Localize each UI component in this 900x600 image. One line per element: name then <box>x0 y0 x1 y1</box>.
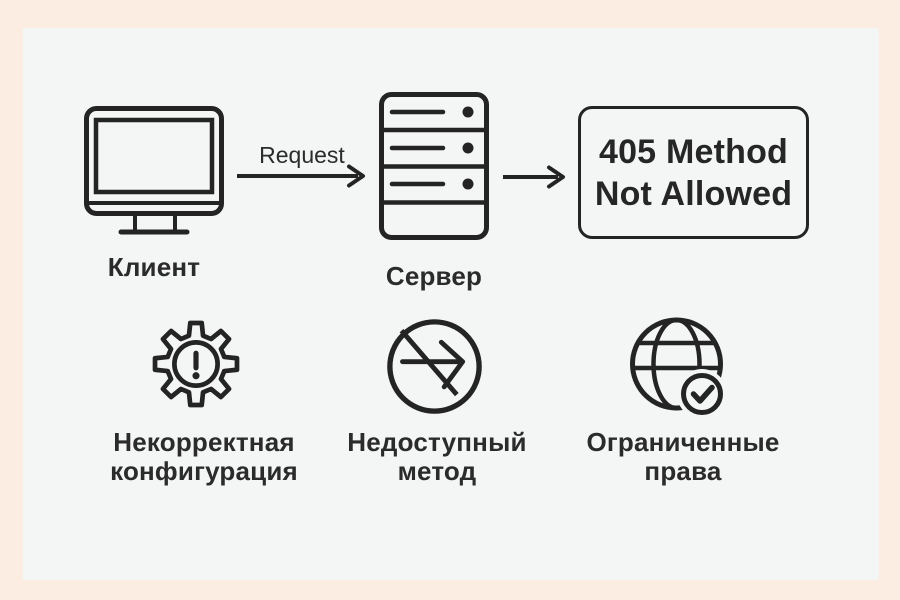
blocked-method-arrow-icon <box>387 319 482 414</box>
error-box-line1: 405 Method <box>598 132 789 171</box>
cause-method-line1: Недоступный <box>347 427 527 457</box>
globe-check-icon <box>630 317 727 419</box>
error-box-line2: Not Allowed <box>594 174 793 213</box>
error-box: 405 Method Not Allowed <box>578 106 809 239</box>
response-arrow-icon <box>503 165 565 189</box>
cause-rights-label: Ограниченные права <box>558 428 808 486</box>
monitor-icon <box>84 106 224 235</box>
server-label: Сервер <box>385 261 483 291</box>
cause-method-line2: метод <box>397 456 477 486</box>
cause-rights-line1: Ограниченные <box>586 427 780 457</box>
cause-config-line1: Некорректная <box>113 427 295 457</box>
server-rack-icon <box>379 92 489 240</box>
request-arrow-icon <box>237 164 365 188</box>
request-label: Request <box>259 142 345 168</box>
cause-config-line2: конфигурация <box>110 456 298 486</box>
cause-config-label: Некорректная конфигурация <box>79 428 329 486</box>
client-label: Клиент <box>107 252 201 282</box>
cause-method-label: Недоступный метод <box>312 428 562 486</box>
gear-warning-icon <box>152 320 240 408</box>
cause-rights-line2: права <box>644 456 722 486</box>
